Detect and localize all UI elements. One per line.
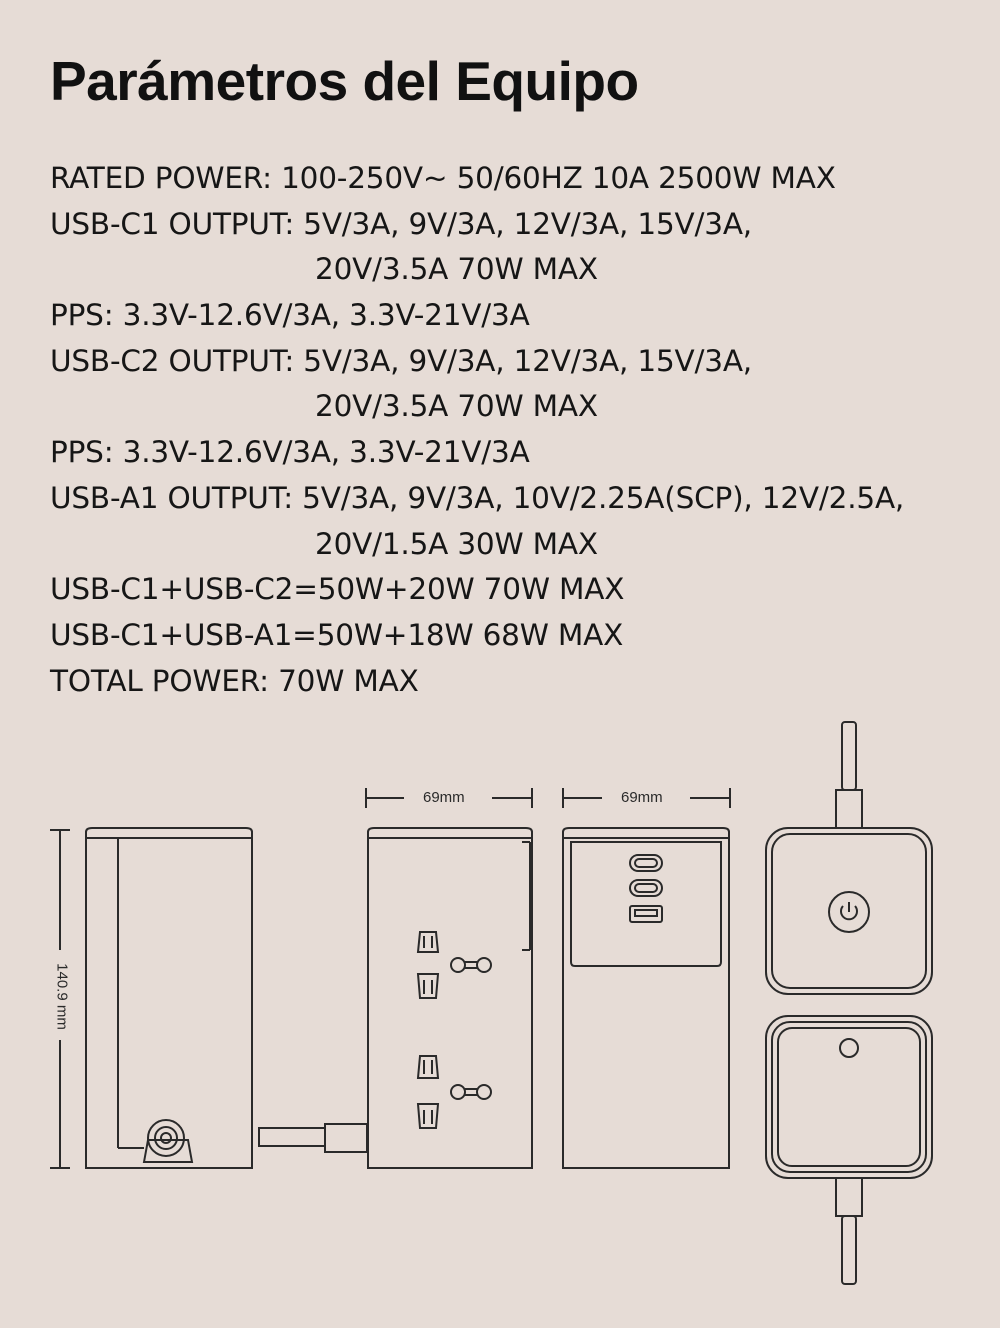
side-view <box>85 827 253 1169</box>
width-dimension-line-back <box>562 788 731 808</box>
top-view <box>765 721 933 995</box>
product-technical-drawing <box>50 721 933 1285</box>
spec-line: USB-C1+USB-C2=50W+20W 70W MAX <box>50 572 625 607</box>
spec-line: 20V/1.5A 30W MAX <box>315 526 598 561</box>
usb-a-port-icon <box>629 905 663 923</box>
spec-line: 20V/3.5A 70W MAX <box>315 252 598 287</box>
ac-socket-icon <box>416 931 492 999</box>
spec-line: USB-C1+USB-A1=50W+18W 68W MAX <box>50 617 624 652</box>
front-view <box>367 827 533 1169</box>
ac-socket-icon <box>416 1055 492 1129</box>
width-dimension-label-back: 69mm <box>621 789 663 806</box>
power-cable <box>258 1123 368 1153</box>
spec-line: PPS: 3.3V-12.6V/3A, 3.3V-21V/3A <box>50 435 530 470</box>
spec-line: USB-A1 OUTPUT: 5V/3A, 9V/3A, 10V/2.25A(S… <box>50 480 905 515</box>
page-title: Parámetros del Equipo <box>50 50 639 112</box>
width-dimension-line-front <box>365 788 533 808</box>
bottom-view <box>765 1015 933 1285</box>
spec-line: TOTAL POWER: 70W MAX <box>50 663 419 698</box>
height-dimension-line <box>50 829 70 1169</box>
spec-line: PPS: 3.3V-12.6V/3A, 3.3V-21V/3A <box>50 298 530 333</box>
spec-list: RATED POWER: 100-250V~ 50/60HZ 10A 2500W… <box>50 156 970 704</box>
spec-line: RATED POWER: 100-250V~ 50/60HZ 10A 2500W… <box>50 161 836 195</box>
usb-c-port-icon <box>629 854 663 872</box>
width-dimension-label-front: 69mm <box>423 789 465 806</box>
usb-c-port-icon <box>629 879 663 897</box>
spec-line: 20V/3.5A 70W MAX <box>315 389 598 424</box>
spec-line: USB-C1 OUTPUT: 5V/3A, 9V/3A, 12V/3A, 15V… <box>50 206 752 241</box>
power-button-icon <box>828 891 870 933</box>
spec-line: USB-C2 OUTPUT: 5V/3A, 9V/3A, 12V/3A, 15V… <box>50 343 752 378</box>
back-view <box>562 827 730 1169</box>
